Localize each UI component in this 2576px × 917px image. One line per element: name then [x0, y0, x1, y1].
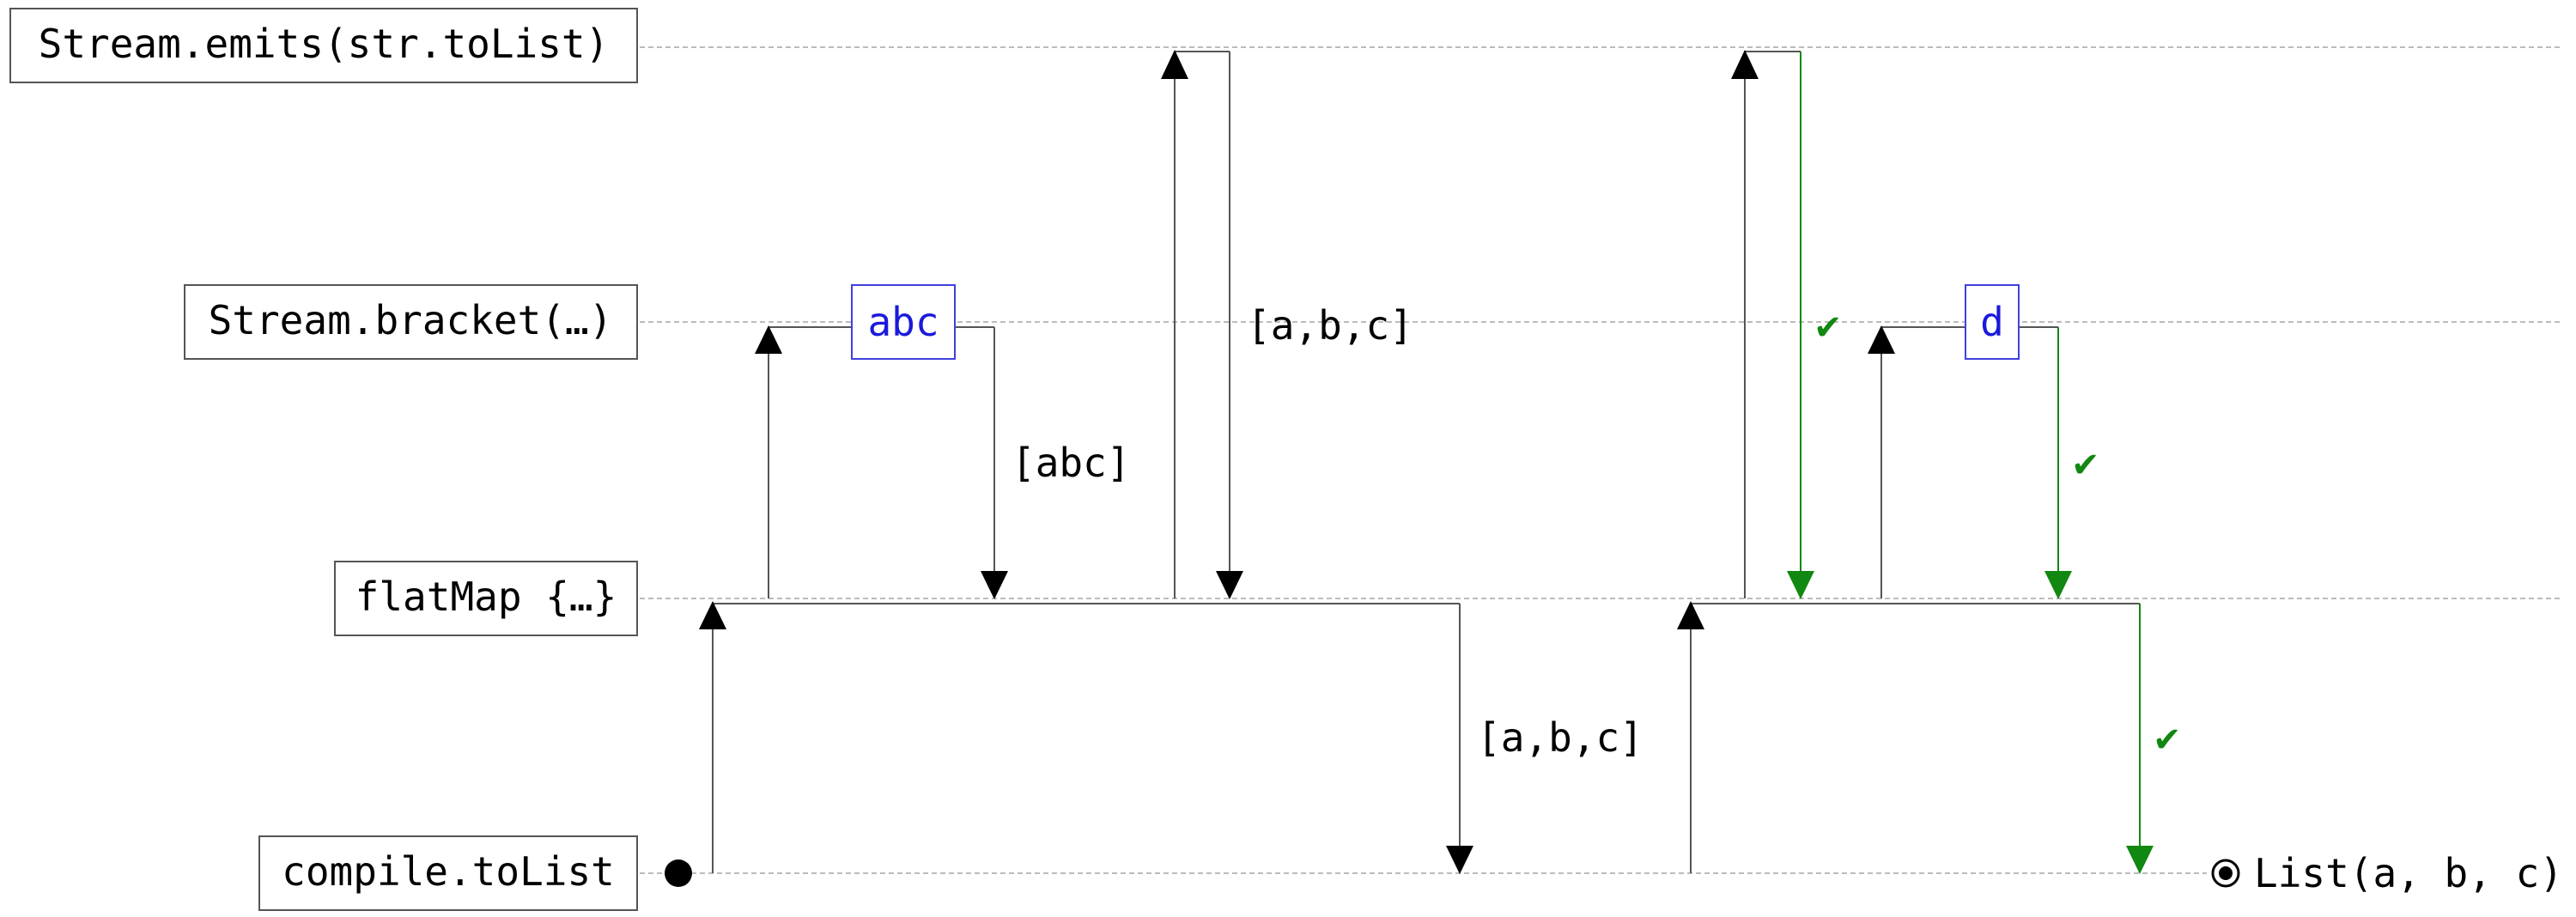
arrow-up-icon	[1731, 50, 1759, 79]
check-icon: ✔	[1814, 308, 1843, 348]
label-abc-chars-upper: [a,b,c]	[1247, 302, 1413, 349]
check-icon: ✔	[2153, 720, 2182, 760]
completion-arrowheads	[1787, 571, 2154, 874]
arrow-down-icon	[1446, 846, 1473, 874]
lane-label-bracket: Stream.bracket(…)	[184, 284, 638, 360]
check-icon: ✔	[2071, 446, 2100, 485]
result: List(a, b, c)	[2211, 850, 2563, 896]
label-abc-list: [abc]	[1012, 440, 1130, 486]
connector-lines	[712, 51, 2140, 873]
value-d-text: d	[1980, 299, 2004, 345]
lane-labels: Stream.emits(str.toList) Stream.bracket(…	[9, 8, 638, 911]
label-abc-chars-lower: [a,b,c]	[1477, 714, 1643, 761]
arrow-up-icon	[1677, 601, 1704, 629]
value-box-d: d	[1965, 284, 2020, 360]
arrow-down-icon	[1216, 571, 1243, 599]
start-dot	[665, 859, 692, 887]
lane-bracket-text: Stream.bracket(…)	[209, 297, 613, 343]
arrow-up-icon	[1868, 325, 1895, 354]
lane-emits-text: Stream.emits(str.toList)	[39, 21, 610, 67]
lane-gridlines	[640, 46, 2563, 874]
result-label: List(a, b, c)	[2254, 850, 2563, 896]
lane-flatmap-text: flatMap {…}	[355, 574, 617, 620]
arrow-down-icon	[2044, 571, 2072, 599]
arrow-down-icon	[1787, 571, 1814, 599]
arrow-up-icon	[1161, 50, 1188, 79]
lane-label-compile: compile.toList	[258, 835, 638, 911]
lane-compile-text: compile.toList	[282, 848, 615, 895]
completion-lines	[1800, 52, 2141, 850]
value-abc-text: abc	[867, 299, 939, 345]
lane-label-flatmap: flatMap {…}	[334, 561, 638, 636]
arrow-up-icon	[755, 325, 782, 354]
arrow-down-icon	[981, 571, 1008, 599]
arrow-down-icon	[2126, 846, 2154, 874]
arrowheads	[699, 50, 1895, 874]
arrow-up-icon	[699, 601, 726, 629]
value-box-abc: abc	[851, 284, 956, 360]
lane-label-emits: Stream.emits(str.toList)	[9, 8, 638, 83]
